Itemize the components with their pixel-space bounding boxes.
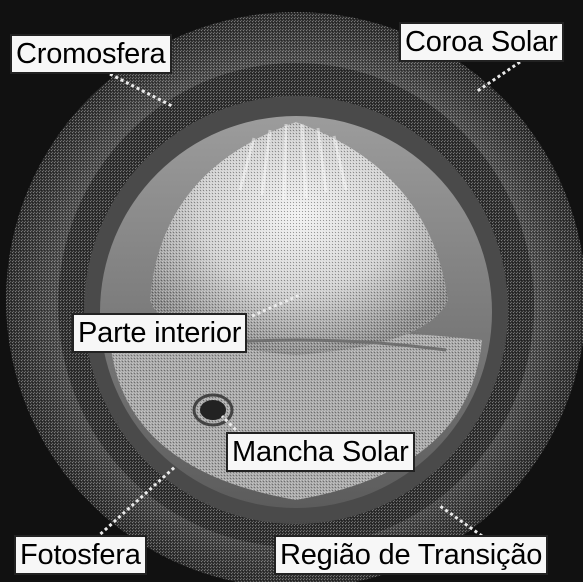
label-fotosfera: Fotosfera [14, 535, 147, 575]
label-coroa-solar: Coroa Solar [399, 22, 564, 62]
label-cromosfera: Cromosfera [10, 34, 172, 74]
label-regiao-transicao: Região de Transição [274, 535, 548, 575]
label-mancha-solar: Mancha Solar [226, 432, 415, 472]
label-parte-interior: Parte interior [72, 313, 247, 353]
